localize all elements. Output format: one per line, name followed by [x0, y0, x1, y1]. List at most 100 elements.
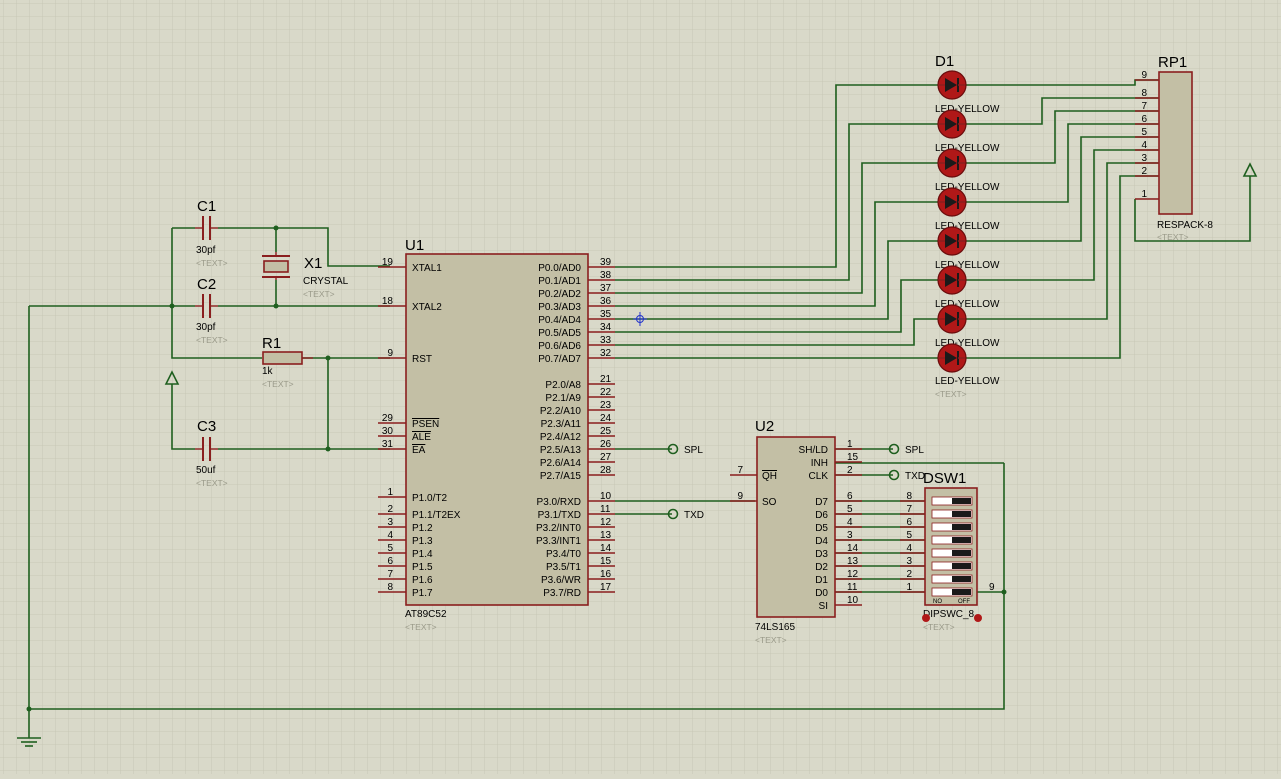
u1-pin-name: P1.5 [412, 562, 433, 573]
rp1-ref: RP1 [1158, 54, 1187, 71]
x1-value: CRYSTAL [303, 276, 349, 287]
u1-pin-number: 4 [387, 530, 393, 541]
dsw1-pin-number: 6 [906, 517, 912, 528]
ic-u1-at89c52[interactable]: U1 AT89C52 <TEXT> 19XTAL118XTAL29RST29PS… [378, 237, 615, 632]
terminal-txd-u1[interactable]: TXD [667, 508, 705, 522]
led-diode[interactable] [937, 343, 967, 373]
dip-switch-toggle[interactable] [931, 574, 973, 584]
dip-switch-toggle[interactable] [931, 509, 973, 519]
r1-ref: R1 [262, 335, 281, 352]
led-array-d1[interactable]: D1 LED-YELLOW <TEXT> LED-YELLOWLED-YELLO… [935, 53, 1000, 399]
capacitor-c2[interactable]: C2 30pf <TEXT> [195, 276, 228, 345]
rp1-pin-number: 4 [1141, 140, 1147, 151]
u2-pin-number: 12 [847, 569, 859, 580]
r1-value: 1k [262, 366, 274, 377]
u2-pin-name: D3 [815, 549, 828, 560]
capacitor-c1[interactable]: C1 30pf <TEXT> [195, 198, 228, 268]
resistor-r1[interactable]: R1 1k <TEXT> [262, 335, 313, 389]
u1-pin-number: 13 [600, 530, 612, 541]
u1-pin-number: 24 [600, 413, 612, 424]
led-diode[interactable]: LED-YELLOW [935, 187, 1000, 232]
dip-switch-toggle[interactable] [931, 561, 973, 571]
dsw1-common-pin: 9 [989, 582, 995, 593]
power-symbol-left[interactable] [164, 370, 180, 385]
u1-pin-name: P0.2/AD2 [538, 289, 581, 300]
rp1-pin-number: 3 [1141, 153, 1147, 164]
dip-switch-toggle[interactable] [931, 496, 973, 506]
u1-pin-name: P1.6 [412, 575, 433, 586]
dip-switch-toggle[interactable] [931, 548, 973, 558]
dsw1-label-no: NO [933, 599, 942, 605]
led-diode[interactable]: LED-YELLOW [935, 304, 1000, 349]
terminal-spl-u2[interactable]: SPL [888, 443, 925, 457]
u2-pin-number: 9 [737, 491, 743, 502]
u1-pin-number: 16 [600, 569, 612, 580]
u1-pin-number: 35 [600, 309, 612, 320]
junction-dots [26, 225, 1007, 712]
u1-pin-number: 17 [600, 582, 612, 593]
u1-pin-number: 28 [600, 465, 612, 476]
power-symbol-right[interactable] [1242, 162, 1258, 177]
terminal-txd-u2[interactable]: TXD [888, 469, 926, 483]
u2-pin-name: D4 [815, 536, 828, 547]
x1-text-placeholder: <TEXT> [303, 289, 335, 299]
u2-pin-number: 3 [847, 530, 853, 541]
u2-pin-name: D2 [815, 562, 828, 573]
led-value-label: LED-YELLOW [935, 182, 1000, 193]
u1-pin-number: 8 [387, 582, 393, 593]
u2-pin-name: CLK [809, 471, 829, 482]
c3-value: 50uf [196, 465, 216, 476]
u1-pin-number: 1 [387, 487, 393, 498]
rp1-pin-number: 6 [1141, 114, 1147, 125]
u1-pin-name: P3.3/INT1 [536, 536, 581, 547]
u1-pin-number: 19 [382, 257, 394, 268]
capacitor-c3[interactable]: C3 50uf <TEXT> [195, 418, 228, 488]
led-diode[interactable]: LED-YELLOW [935, 109, 1000, 154]
u1-pin-name: P1.0/T2 [412, 493, 447, 504]
u2-text-placeholder: <TEXT> [755, 635, 787, 645]
led-diode[interactable]: LED-YELLOW [935, 265, 1000, 310]
u1-pin-number: 26 [600, 439, 612, 450]
u1-pin-name: P3.1/TXD [538, 510, 581, 521]
led-diode[interactable]: LED-YELLOW [935, 70, 1000, 115]
u2-pin-name: INH [811, 458, 828, 469]
u2-pin-number: 7 [737, 465, 743, 476]
u1-pin-number: 38 [600, 270, 612, 281]
ground-symbol[interactable] [17, 737, 41, 747]
led-diode[interactable]: LED-YELLOW [935, 148, 1000, 193]
u1-pin-name: P0.0/AD0 [538, 263, 581, 274]
terminal-txd-label: TXD [684, 510, 704, 521]
u2-pin-name: SO [762, 497, 777, 508]
ic-u2-74ls165[interactable]: U2 74LS165 <TEXT> 7QH9SO1SH/LD15INH2CLK6… [730, 418, 862, 645]
led-diode[interactable]: LED-YELLOW [935, 226, 1000, 271]
u2-pin-number: 14 [847, 543, 859, 554]
dip-switch-toggle[interactable] [931, 587, 973, 597]
u2-pin-number: 11 [847, 582, 858, 593]
led-value-label: LED-YELLOW [935, 143, 1000, 154]
dip-switch-toggle[interactable] [931, 535, 973, 545]
u1-pin-number: 18 [382, 296, 394, 307]
dsw1-pin-number: 3 [906, 556, 912, 567]
c1-ref: C1 [197, 198, 216, 215]
u1-pin-name: P2.0/A8 [545, 380, 581, 391]
u2-pin-name: QH [762, 471, 777, 482]
terminal-spl-u1[interactable]: SPL [667, 443, 704, 457]
d1-value: LED-YELLOW [935, 376, 1000, 387]
c3-ref: C3 [197, 418, 216, 435]
rp1-pin-number: 7 [1141, 101, 1147, 112]
u2-value: 74LS165 [755, 622, 795, 633]
r1-text-placeholder: <TEXT> [262, 379, 294, 389]
u1-pin-number: 5 [387, 543, 393, 554]
u1-pin-number: 11 [600, 504, 611, 515]
u1-pin-name: ALE [412, 432, 431, 443]
u1-pin-name: P1.7 [412, 588, 433, 599]
crystal-x1[interactable]: X1 CRYSTAL <TEXT> [262, 252, 349, 299]
dsw1-label-off: OFF [958, 599, 970, 605]
dip-switch-toggle[interactable] [931, 522, 973, 532]
u1-text-placeholder: <TEXT> [405, 622, 437, 632]
